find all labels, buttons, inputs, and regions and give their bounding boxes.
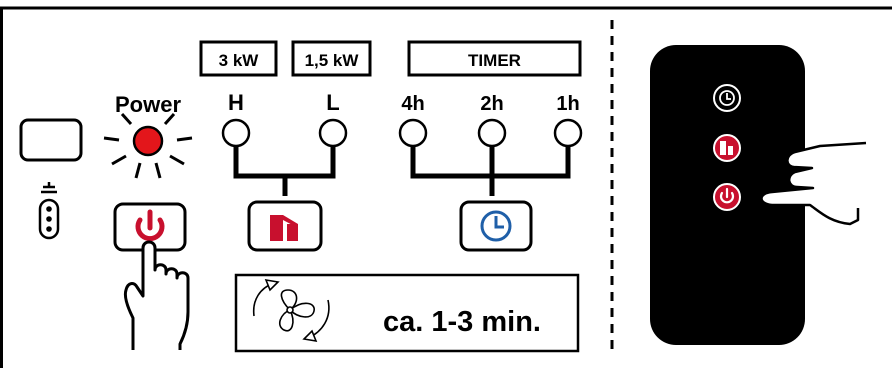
timer-box: TIMER	[407, 40, 582, 77]
timer-1h-lamp	[553, 118, 583, 148]
remote-power-button[interactable]	[713, 183, 741, 211]
heat-connector	[233, 146, 336, 196]
timer-label: TIMER	[468, 51, 521, 70]
low-lamp	[318, 118, 348, 148]
high-label: H	[228, 90, 244, 115]
child-lock-icon	[38, 182, 60, 240]
remote-power-icon	[719, 187, 735, 204]
fan-duration-box: ca. 1-3 min.	[234, 273, 580, 353]
heat-level-icon	[270, 215, 298, 241]
power-lamp	[103, 112, 193, 179]
remote-control	[650, 45, 805, 345]
power-icon	[135, 209, 165, 242]
kw-low-label: 1,5 kW	[305, 51, 360, 70]
blank-display-icon	[19, 118, 83, 162]
power-label: Power	[115, 92, 181, 117]
low-label: L	[326, 90, 339, 115]
remote-timer-icon	[719, 90, 735, 106]
hand-pointing-icon	[123, 240, 190, 350]
remote-timer-button[interactable]	[713, 84, 741, 112]
kw-high-box: 3 kW	[199, 40, 278, 77]
remote-heat-button[interactable]	[713, 134, 741, 162]
fan-rotation-icon	[252, 278, 330, 343]
timer-1h-label: 1h	[556, 93, 579, 115]
heat-level-button[interactable]	[247, 200, 323, 252]
timer-2h-label: 2h	[480, 93, 503, 115]
timer-icon	[480, 210, 512, 242]
timer-4h-label: 4h	[401, 93, 424, 115]
timer-2h-lamp	[477, 118, 507, 148]
timer-button[interactable]	[459, 200, 533, 252]
remote-heat-icon	[720, 141, 733, 155]
kw-low-box: 1,5 kW	[291, 40, 372, 77]
diagram-frame	[0, 6, 892, 368]
high-lamp	[221, 118, 251, 148]
timer-4h-lamp	[398, 118, 428, 148]
remote-hand-icon	[760, 141, 867, 226]
duration-text: ca. 1-3 min.	[383, 306, 541, 338]
timer-connector	[410, 146, 571, 196]
kw-high-label: 3 kW	[219, 51, 260, 70]
